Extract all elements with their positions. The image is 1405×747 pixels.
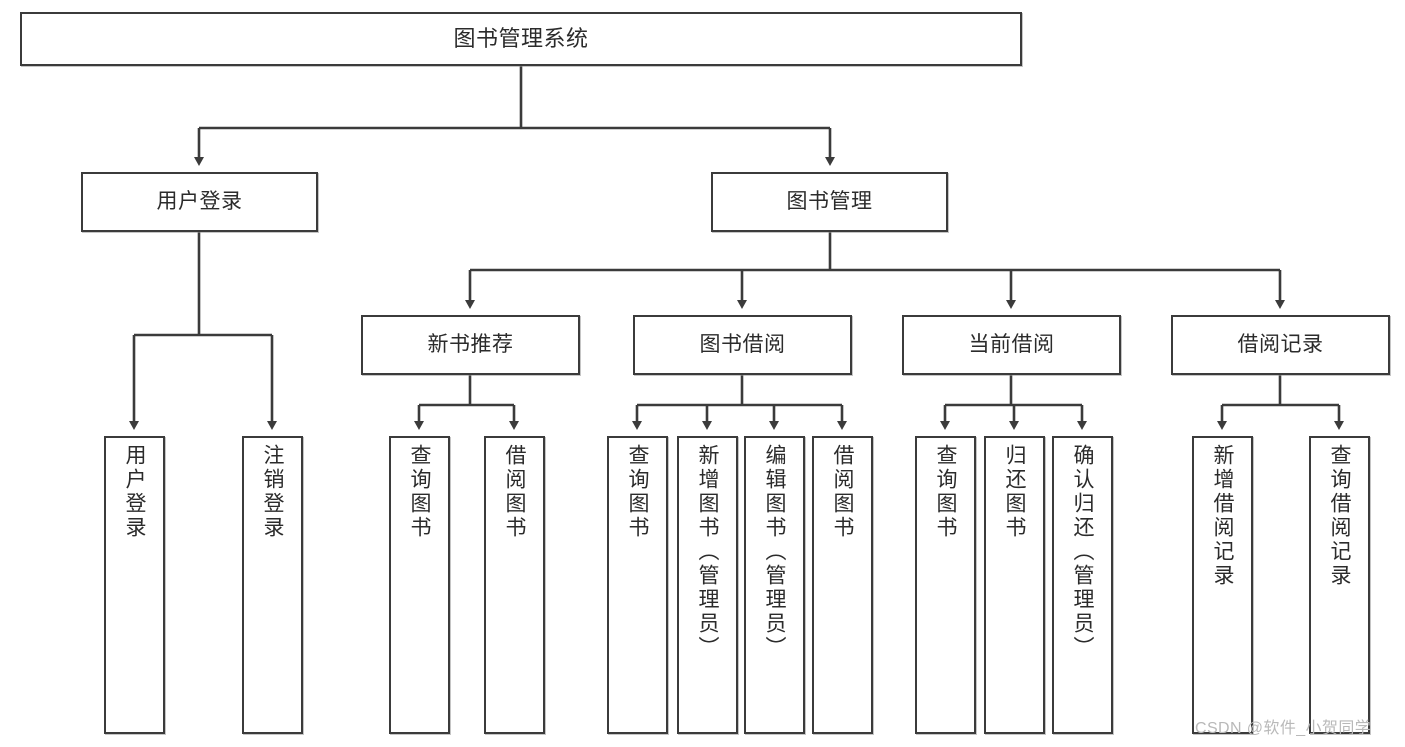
node-leaf-return-book[interactable]: 归还图书	[984, 436, 1045, 734]
node-label: 查询图书	[934, 444, 957, 540]
node-leaf-add-borrow-record[interactable]: 新增借阅记录	[1192, 436, 1253, 734]
node-label: 新增借阅记录	[1211, 444, 1234, 588]
node-new-book-recommend[interactable]: 新书推荐	[361, 315, 580, 375]
node-label: 借阅记录	[1237, 333, 1324, 357]
node-leaf-query-book-3[interactable]: 查询图书	[915, 436, 976, 734]
node-label: 查询借阅记录	[1328, 444, 1351, 588]
node-label: 新书推荐	[427, 333, 514, 357]
node-leaf-confirm-return-admin[interactable]: 确认归还（管理员）	[1052, 436, 1113, 734]
node-label: 查询图书	[626, 444, 649, 540]
node-label: 编辑图书（管理员）	[763, 444, 786, 660]
node-current-borrow[interactable]: 当前借阅	[902, 315, 1121, 375]
node-leaf-query-book-2[interactable]: 查询图书	[607, 436, 668, 734]
node-label: 查询图书	[408, 444, 431, 540]
node-label: 用户登录	[156, 190, 243, 214]
node-leaf-edit-book-admin[interactable]: 编辑图书（管理员）	[744, 436, 805, 734]
node-leaf-borrow-book-1[interactable]: 借阅图书	[484, 436, 545, 734]
csdn-watermark: CSDN @软件_小贺同学	[1195, 720, 1372, 737]
node-book-management-system[interactable]: 图书管理系统	[20, 12, 1022, 66]
node-label: 归还图书	[1003, 444, 1026, 540]
node-label: 图书管理	[786, 190, 873, 214]
node-label: 借阅图书	[831, 444, 854, 540]
node-leaf-add-book-admin[interactable]: 新增图书（管理员）	[677, 436, 738, 734]
node-leaf-user-login[interactable]: 用户登录	[104, 436, 165, 734]
node-leaf-query-borrow-record[interactable]: 查询借阅记录	[1309, 436, 1370, 734]
node-leaf-logout[interactable]: 注销登录	[242, 436, 303, 734]
node-label: 用户登录	[123, 444, 146, 540]
node-user-login[interactable]: 用户登录	[81, 172, 318, 232]
node-label: 借阅图书	[503, 444, 526, 540]
node-label: 图书管理系统	[453, 25, 589, 51]
node-label: 图书借阅	[699, 333, 786, 357]
node-book-borrow[interactable]: 图书借阅	[633, 315, 852, 375]
node-label: 注销登录	[261, 444, 284, 540]
node-label: 确认归还（管理员）	[1071, 444, 1094, 660]
node-borrow-record[interactable]: 借阅记录	[1171, 315, 1390, 375]
node-book-management[interactable]: 图书管理	[711, 172, 948, 232]
node-leaf-query-book-1[interactable]: 查询图书	[389, 436, 450, 734]
node-leaf-borrow-book-2[interactable]: 借阅图书	[812, 436, 873, 734]
node-label: 当前借阅	[968, 333, 1055, 357]
node-label: 新增图书（管理员）	[696, 444, 719, 660]
